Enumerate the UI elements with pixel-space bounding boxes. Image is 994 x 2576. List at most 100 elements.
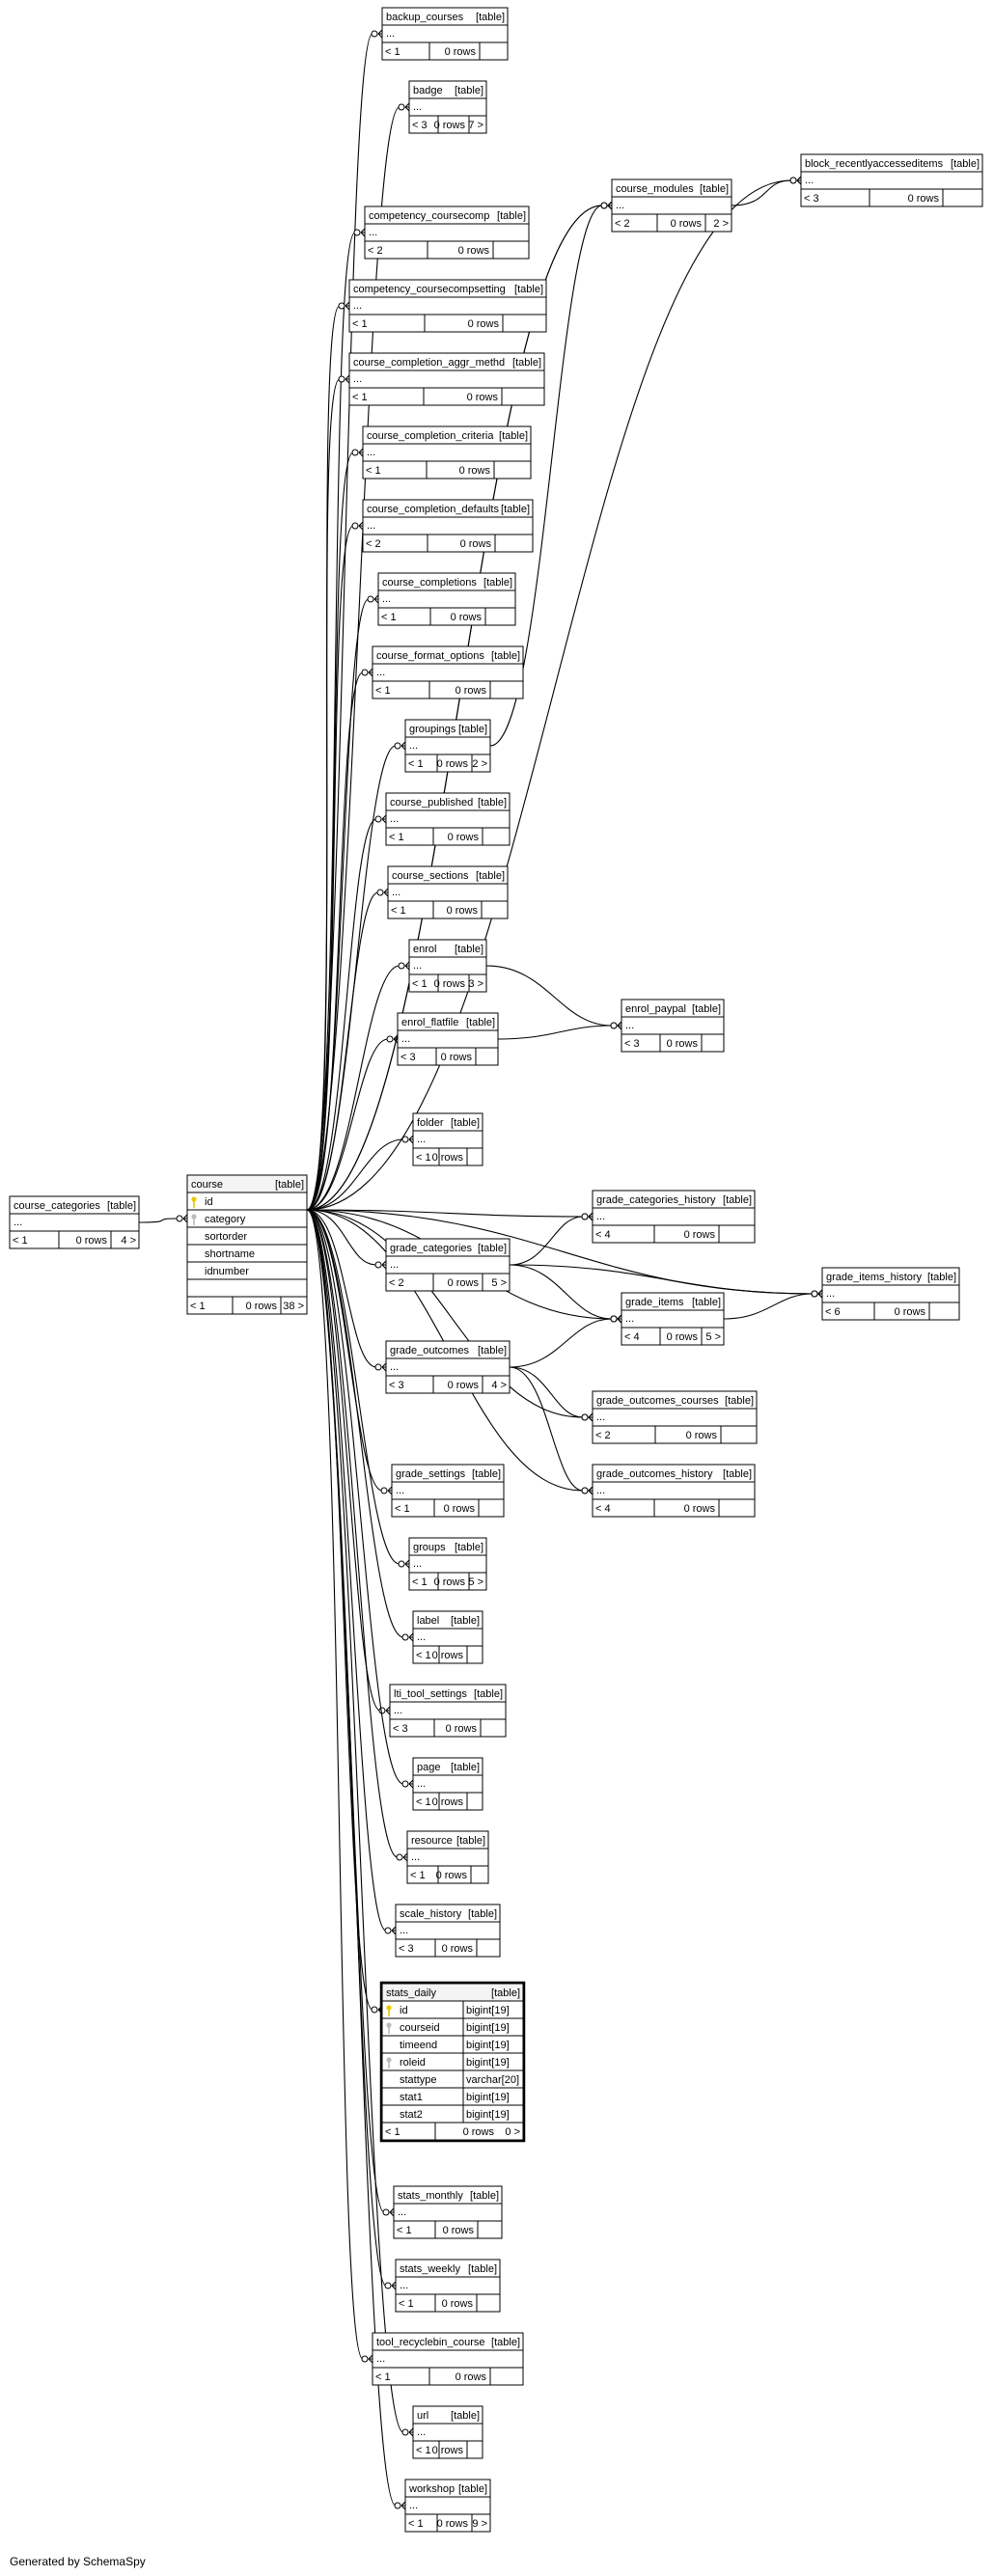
row-count: 0 rows	[444, 1503, 476, 1515]
link-enrol_flatfile-enrol_paypal	[497, 1025, 613, 1040]
parents-count: < 2	[366, 538, 381, 550]
table-name: groups	[413, 1542, 446, 1553]
table-course_completion_aggr_methd[interactable]: course_completion_aggr_methd[table]...< …	[348, 352, 545, 406]
table-name: course_completion_aggr_methd	[353, 357, 505, 369]
link-course-grade_categories_history	[306, 1209, 584, 1218]
table-tag: [table]	[497, 210, 526, 222]
children-count: 9 >	[472, 2518, 487, 2530]
column-ellipsis: ...	[353, 300, 362, 312]
row-count: 0 rows	[445, 46, 477, 58]
link-course-course_completion_defaults	[306, 525, 354, 1211]
parents-count: < 1	[416, 1152, 431, 1164]
row-count: 0 rows	[434, 120, 466, 131]
parents-count: < 4	[595, 1229, 611, 1241]
table-name: stats_monthly	[398, 2190, 463, 2202]
parents-count: < 3	[804, 193, 819, 205]
column-stattype: stattype	[400, 2074, 437, 2086]
column-ellipsis: ...	[401, 1033, 410, 1045]
table-tag: [table]	[468, 1908, 497, 1920]
row-count: 0 rows	[446, 1723, 478, 1735]
row-count: 0 rows	[434, 1576, 466, 1588]
parents-count: < 1	[190, 1301, 206, 1312]
link-course_categories-course	[138, 1218, 179, 1223]
table-name: enrol	[413, 944, 436, 955]
column-ellipsis: ...	[382, 593, 391, 605]
table-tag: [table]	[470, 2190, 499, 2202]
link-course-grade_outcomes_courses	[306, 1209, 584, 1418]
table-block_recentlyaccesseditems[interactable]: block_recentlyaccesseditems[table]...< 3…	[800, 153, 983, 207]
table-name: course_completion_defaults	[367, 504, 499, 515]
table-competency_coursecompsetting[interactable]: competency_coursecompsetting[table]...< …	[348, 279, 547, 333]
column-ellipsis: ...	[805, 175, 814, 186]
table-course[interactable]: course[table]idcategorysortordershortnam…	[186, 1174, 308, 1315]
parents-count: < 1	[408, 758, 424, 770]
row-count: 0 rows	[246, 1301, 278, 1312]
parents-count: < 3	[393, 1723, 408, 1735]
column-idnumber: idnumber	[205, 1266, 249, 1277]
table-name: course_completions	[382, 577, 477, 589]
row-count: 0 rows	[442, 1943, 474, 1955]
table-tag: [table]	[499, 430, 528, 442]
table-tag: [table]	[458, 2483, 487, 2495]
column-ellipsis: ...	[392, 887, 400, 898]
row-count: 0 rows	[434, 978, 466, 990]
parents-count: < 4	[595, 1503, 611, 1515]
parents-count: < 1	[395, 1503, 410, 1515]
row-count: 0 rows	[448, 1380, 480, 1391]
parents-count: < 4	[624, 1331, 640, 1343]
table-tag: [table]	[474, 1688, 503, 1700]
table-name: course_categories	[14, 1200, 100, 1212]
parents-count: < 1	[381, 612, 397, 623]
column-ellipsis: ...	[596, 1211, 605, 1222]
children-count: 2 >	[713, 218, 729, 230]
link-course_modules-block_recentlyaccesseditems	[731, 179, 792, 206]
table-name: course_sections	[392, 870, 469, 882]
row-count: 0 rows	[448, 832, 480, 843]
column-ellipsis: ...	[398, 2206, 406, 2218]
table-name: grade_outcomes_history	[596, 1468, 713, 1480]
column-shortname: shortname	[205, 1248, 255, 1260]
row-count: 0 rows	[667, 1038, 699, 1050]
link-course-stats_monthly	[306, 1209, 385, 2213]
link-course-stats_daily	[306, 1209, 373, 2011]
table-tag: [table]	[455, 1542, 483, 1553]
link-course-folder	[306, 1138, 404, 1211]
table-tag: [table]	[275, 1179, 304, 1191]
